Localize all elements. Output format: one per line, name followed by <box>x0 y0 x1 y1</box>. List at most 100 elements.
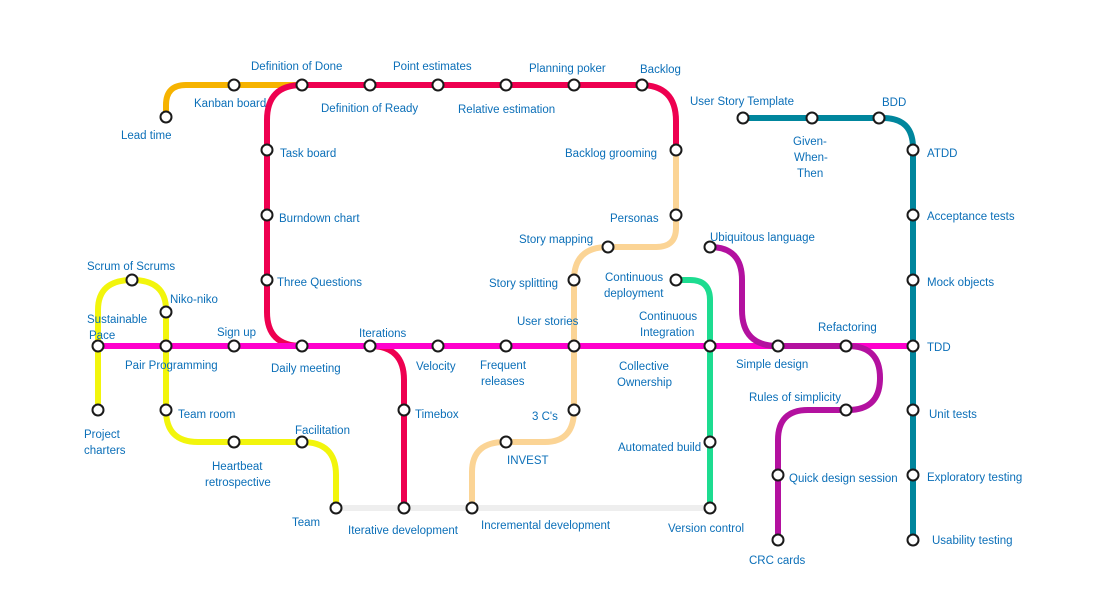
label-project-charters-1: Project <box>84 429 121 441</box>
label-task-board: Task board <box>280 148 336 160</box>
station-task-board[interactable] <box>260 143 274 157</box>
station-crc-cards[interactable] <box>771 533 785 547</box>
label-sign-up: Sign up <box>217 327 256 339</box>
station-incremental-development[interactable] <box>465 501 479 515</box>
label-daily-meeting: Daily meeting <box>271 363 341 375</box>
station-velocity[interactable] <box>431 339 445 353</box>
station-kanban-board[interactable] <box>227 78 241 92</box>
station-sustainable-pace[interactable] <box>91 339 105 353</box>
station-bdd[interactable] <box>872 111 886 125</box>
label-burndown-chart: Burndown chart <box>279 213 360 225</box>
label-user-story-template: User Story Template <box>690 96 794 108</box>
station-three-questions[interactable] <box>260 273 274 287</box>
station-invest[interactable] <box>499 435 513 449</box>
station-frequent-releases[interactable] <box>499 339 513 353</box>
station-continuous-integration[interactable] <box>703 339 717 353</box>
station-definition-of-ready[interactable] <box>363 78 377 92</box>
label-backlog-grooming: Backlog grooming <box>565 148 657 160</box>
label-point-estimates: Point estimates <box>393 61 472 73</box>
label-exploratory-testing: Exploratory testing <box>927 472 1022 484</box>
station-facilitation[interactable] <box>295 435 309 449</box>
station-personas[interactable] <box>669 208 683 222</box>
station-simple-design[interactable] <box>771 339 785 353</box>
station-rules-of-simplicity[interactable] <box>839 403 853 417</box>
station-lead-time[interactable] <box>159 110 173 124</box>
label-collective-ownership-1: Collective <box>619 361 669 373</box>
station-planning-poker[interactable] <box>567 78 581 92</box>
label-version-control: Version control <box>668 523 744 535</box>
label-definition-of-ready: Definition of Ready <box>321 103 418 115</box>
station-timebox[interactable] <box>397 403 411 417</box>
station-exploratory-testing[interactable] <box>906 468 920 482</box>
label-quick-design-session: Quick design session <box>789 473 898 485</box>
station-automated-build[interactable] <box>703 435 717 449</box>
station-user-story-template[interactable] <box>736 111 750 125</box>
station-ubiquitous-language[interactable] <box>703 240 717 254</box>
station-point-estimates[interactable] <box>431 78 445 92</box>
label-backlog: Backlog <box>640 64 681 76</box>
station-continuous-deployment[interactable] <box>669 273 683 287</box>
station-atdd[interactable] <box>906 143 920 157</box>
label-heartbeat-retrospective-1: Heartbeat <box>212 461 263 473</box>
station-team-room[interactable] <box>159 403 173 417</box>
station-burndown-chart[interactable] <box>260 208 274 222</box>
label-sustainable-pace-1: Sustainable <box>87 314 147 326</box>
station-scrum-of-scrums[interactable] <box>125 273 139 287</box>
label-bdd: BDD <box>882 97 906 109</box>
label-scrum-of-scrums: Scrum of Scrums <box>87 261 175 273</box>
station-version-control[interactable] <box>703 501 717 515</box>
station-3-cs[interactable] <box>567 403 581 417</box>
station-team[interactable] <box>329 501 343 515</box>
label-continuous-integration-2: Integration <box>640 327 694 339</box>
station-mock-objects[interactable] <box>906 273 920 287</box>
station-definition-of-done[interactable] <box>295 78 309 92</box>
station-refactoring[interactable] <box>839 339 853 353</box>
label-unit-tests: Unit tests <box>929 409 977 421</box>
label-refactoring: Refactoring <box>818 322 877 334</box>
station-quick-design-session[interactable] <box>771 468 785 482</box>
label-iterations: Iterations <box>359 328 407 340</box>
station-unit-tests[interactable] <box>906 403 920 417</box>
station-given-when-then[interactable] <box>805 111 819 125</box>
station-user-stories[interactable] <box>567 339 581 353</box>
label-personas: Personas <box>610 213 659 225</box>
station-project-charters[interactable] <box>91 403 105 417</box>
line-purple <box>707 244 883 543</box>
station-sign-up[interactable] <box>227 339 241 353</box>
station-usability-testing[interactable] <box>906 533 920 547</box>
label-incremental-development: Incremental development <box>481 520 611 532</box>
station-relative-estimation[interactable] <box>499 78 513 92</box>
station-iterations[interactable] <box>363 339 377 353</box>
label-usability-testing: Usability testing <box>932 535 1013 547</box>
station-story-mapping[interactable] <box>601 240 615 254</box>
station-niko-niko[interactable] <box>159 305 173 319</box>
label-ubiquitous-language: Ubiquitous language <box>710 232 815 244</box>
station-iterative-development[interactable] <box>397 501 411 515</box>
label-mock-objects: Mock objects <box>927 277 994 289</box>
labels: Lead time Kanban board Definition of Don… <box>84 61 1022 567</box>
label-3-cs: 3 C's <box>532 411 558 423</box>
station-tdd[interactable] <box>906 339 920 353</box>
line-green <box>673 277 713 511</box>
station-story-splitting[interactable] <box>567 273 581 287</box>
station-backlog-grooming[interactable] <box>669 143 683 157</box>
station-backlog[interactable] <box>635 78 649 92</box>
station-acceptance-tests[interactable] <box>906 208 920 222</box>
label-planning-poker: Planning poker <box>529 63 606 75</box>
label-three-questions: Three Questions <box>277 277 362 289</box>
label-project-charters-2: charters <box>84 445 126 457</box>
label-iterative-development: Iterative development <box>348 525 459 537</box>
label-lead-time: Lead time <box>121 130 172 142</box>
label-timebox: Timebox <box>415 409 459 421</box>
label-facilitation: Facilitation <box>295 425 350 437</box>
line-orange <box>163 82 305 120</box>
label-continuous-deployment-2: deployment <box>604 288 664 300</box>
label-collective-ownership-2: Ownership <box>617 377 672 389</box>
label-atdd: ATDD <box>927 148 957 160</box>
station-daily-meeting[interactable] <box>295 339 309 353</box>
station-heartbeat-retrospective[interactable] <box>227 435 241 449</box>
label-given-when-then-2: When- <box>794 152 828 164</box>
station-pair-programming[interactable] <box>159 339 173 353</box>
label-simple-design: Simple design <box>736 359 808 371</box>
